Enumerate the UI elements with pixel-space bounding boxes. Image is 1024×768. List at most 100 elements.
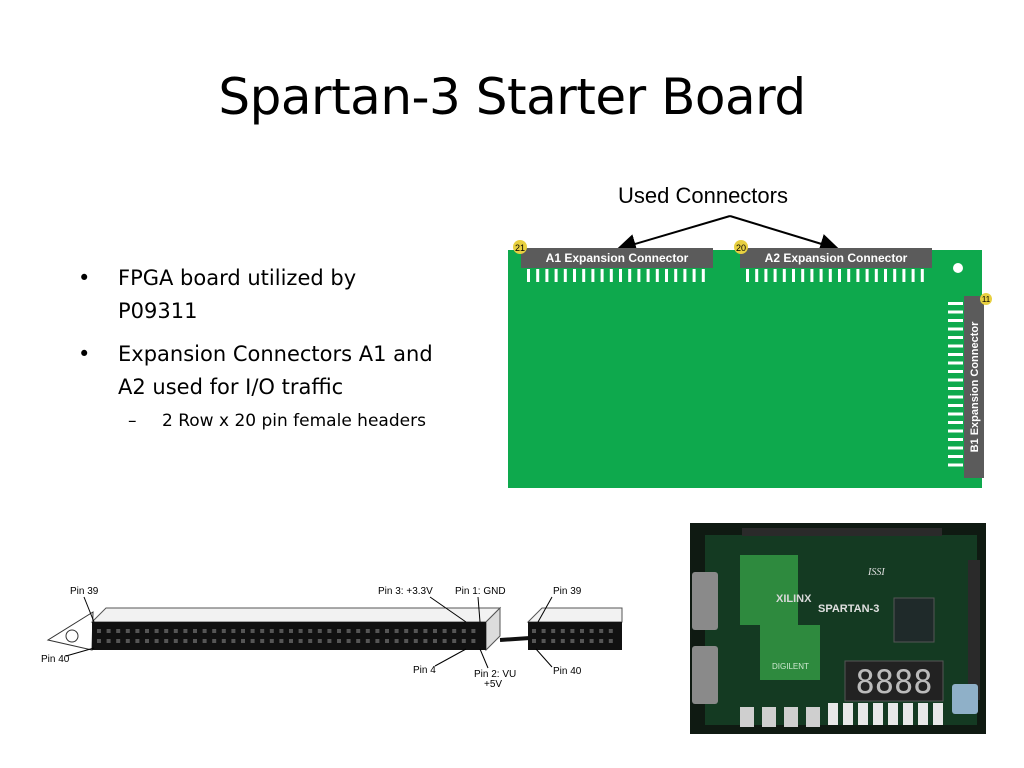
- header-pin: [327, 629, 332, 633]
- photo-fpga-chip: [893, 597, 935, 643]
- header-pin: [551, 639, 556, 643]
- connector-pin: [884, 269, 887, 282]
- header-pin: [116, 639, 121, 643]
- header-pin: [125, 629, 130, 633]
- b1-badge-text: 11: [982, 295, 991, 304]
- header-pin: [135, 639, 140, 643]
- connector-pin: [948, 438, 963, 441]
- label-pin2: Pin 2: VU: [474, 669, 516, 680]
- connector-pin: [628, 269, 632, 282]
- header-pin: [589, 629, 594, 633]
- photo-switches: [828, 703, 943, 725]
- header-pin: [250, 639, 255, 643]
- header-pin: [560, 639, 565, 643]
- header-pin: [346, 639, 351, 643]
- a2-connector-label: A2 Expansion Connector: [765, 251, 908, 265]
- photo-display-digits: 8888: [855, 663, 932, 701]
- bullet-item: • Expansion Connectors A1 and A2 used fo…: [78, 338, 438, 404]
- header-pin: [375, 639, 380, 643]
- connector-pin: [683, 269, 687, 282]
- connector-pin: [674, 269, 678, 282]
- header-pin: [317, 629, 322, 633]
- photo-connector-top: [742, 528, 942, 536]
- slide-title: Spartan-3 Starter Board: [218, 68, 806, 126]
- connector-pin: [948, 455, 963, 458]
- connector-pin: [948, 310, 963, 314]
- header-pin: [279, 639, 284, 643]
- header-pin: [145, 629, 149, 633]
- photo-slide-switch: [843, 703, 853, 725]
- connector-pin: [801, 269, 805, 282]
- callout-arrow-a1: [616, 215, 731, 254]
- photo-slide-switch: [828, 703, 838, 725]
- board-diagram: [508, 250, 982, 488]
- header-pin: [269, 629, 274, 633]
- connector-pin: [948, 378, 963, 382]
- photo-green-module: [740, 555, 798, 625]
- sub-bullet-text: 2 Row x 20 pin female headers: [162, 411, 426, 431]
- header-pin: [173, 629, 178, 633]
- connector-pin: [948, 395, 963, 399]
- a2-badge-text: 20: [736, 243, 746, 253]
- header-pin: [193, 639, 197, 643]
- header-pin: [116, 629, 121, 633]
- connector-pin: [893, 269, 897, 282]
- label-pin4: Pin 4: [413, 665, 436, 676]
- b1-pins: [948, 302, 963, 467]
- header-pin: [212, 629, 217, 633]
- header-pin: [125, 639, 130, 643]
- header-pin: [97, 639, 101, 643]
- b1-connector: B1 Expansion Connector: [948, 296, 984, 478]
- header-pin: [394, 639, 399, 643]
- connector-pin: [865, 269, 869, 282]
- header-pin: [279, 629, 284, 633]
- photo-push-button: [740, 707, 754, 727]
- header-pin: [404, 629, 409, 633]
- label-pin40-right: Pin 40: [553, 666, 582, 677]
- header-pin: [231, 639, 236, 643]
- connector-pin: [948, 302, 963, 305]
- header-pin: [337, 639, 341, 643]
- connector-pin: [746, 269, 749, 282]
- connector-pin: [563, 269, 567, 282]
- connector-pin: [573, 269, 576, 282]
- connector-pin: [545, 269, 549, 282]
- header-pin: [356, 639, 361, 643]
- header2-pins: [532, 629, 613, 643]
- connector-pin: [810, 269, 814, 282]
- connector-pin: [764, 269, 768, 282]
- header-pin: [269, 639, 274, 643]
- header-pin: [413, 629, 418, 633]
- header-pin: [599, 639, 604, 643]
- connector-pin: [701, 269, 705, 282]
- header-pin: [337, 629, 341, 633]
- photo-slide-switch: [933, 703, 943, 725]
- header-pin: [365, 629, 370, 633]
- b1-badge: [980, 293, 992, 305]
- connector-pin: [692, 269, 696, 282]
- header-pin: [452, 629, 457, 633]
- header-pin: [385, 639, 389, 643]
- header-pin: [461, 639, 466, 643]
- ribbon-link: [499, 636, 531, 642]
- header-pin: [375, 629, 380, 633]
- header-pin: [580, 629, 584, 633]
- header-pin: [589, 639, 594, 643]
- header-pin: [385, 629, 389, 633]
- connector-pin: [782, 269, 786, 282]
- label-pin3: Pin 3: +3.3V: [378, 586, 433, 597]
- connector-pin: [948, 404, 963, 407]
- used-connectors-label: Used Connectors: [618, 183, 788, 208]
- header-pin: [298, 629, 303, 633]
- label-pin39-right: Pin 39: [553, 586, 582, 597]
- connector-pin: [911, 269, 915, 282]
- header-pin: [423, 639, 428, 643]
- header-pin: [97, 629, 101, 633]
- header-pin: [327, 639, 332, 643]
- connector-pin: [902, 269, 906, 282]
- a1-connector: A1 Expansion Connector: [521, 248, 713, 282]
- header-pin: [442, 629, 447, 633]
- connector-pin: [948, 353, 963, 356]
- header-pin: [241, 629, 245, 633]
- connector-pin: [948, 429, 963, 433]
